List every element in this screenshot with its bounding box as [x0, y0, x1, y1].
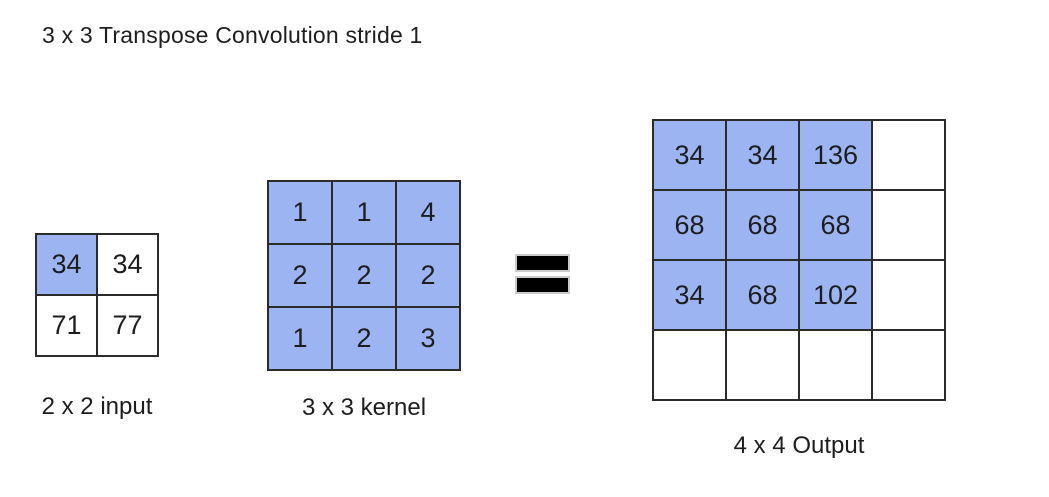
kernel-cell-r2c2: 3: [396, 307, 460, 370]
kernel-cell-r2c0: 1: [268, 307, 332, 370]
kernel-cell-r0c1: 1: [332, 181, 396, 244]
output-cell-r1c0: 68: [653, 190, 726, 260]
kernel-grid: 1 1 4 2 2 2 1 2 3: [267, 180, 461, 371]
output-cell-r0c2: 136: [799, 120, 872, 190]
kernel-cell-r1c0: 2: [268, 244, 332, 307]
output-cell-r3c2: [799, 330, 872, 400]
diagram-title: 3 x 3 Transpose Convolution stride 1: [42, 22, 423, 48]
equals-bar-bottom: [515, 276, 570, 294]
kernel-cell-r0c2: 4: [396, 181, 460, 244]
output-label: 4 x 4 Output: [733, 432, 865, 459]
output-cell-r1c3: [872, 190, 945, 260]
kernel-cell-r2c1: 2: [332, 307, 396, 370]
output-figure: 34 34 136 68 68 68 34 68 102 4 x 4 Outpu…: [652, 119, 946, 460]
kernel-cell-r0c0: 1: [268, 181, 332, 244]
equals-bar-top: [515, 254, 570, 272]
kernel-label: 3 x 3 kernel: [301, 394, 427, 421]
input-grid: 34 34 71 77: [35, 233, 159, 357]
input-figure: 34 34 71 77 2 x 2 input: [35, 233, 159, 421]
output-cell-r0c1: 34: [726, 120, 799, 190]
equals-icon: [515, 254, 570, 294]
output-cell-r1c2: 68: [799, 190, 872, 260]
input-cell-r0c1: 34: [97, 234, 158, 295]
output-cell-r3c3: [872, 330, 945, 400]
kernel-figure: 1 1 4 2 2 2 1 2 3 3 x 3 kernel: [267, 180, 461, 422]
output-grid: 34 34 136 68 68 68 34 68 102: [652, 119, 946, 401]
output-cell-r3c0: [653, 330, 726, 400]
output-cell-r2c3: [872, 260, 945, 330]
output-cell-r2c1: 68: [726, 260, 799, 330]
output-cell-r2c2: 102: [799, 260, 872, 330]
input-cell-r0c0: 34: [36, 234, 97, 295]
input-label: 2 x 2 input: [41, 393, 153, 420]
kernel-cell-r1c1: 2: [332, 244, 396, 307]
input-cell-r1c1: 77: [97, 295, 158, 356]
output-cell-r0c3: [872, 120, 945, 190]
input-cell-r1c0: 71: [36, 295, 97, 356]
output-cell-r0c0: 34: [653, 120, 726, 190]
output-cell-r3c1: [726, 330, 799, 400]
kernel-cell-r1c2: 2: [396, 244, 460, 307]
output-cell-r1c1: 68: [726, 190, 799, 260]
output-cell-r2c0: 34: [653, 260, 726, 330]
